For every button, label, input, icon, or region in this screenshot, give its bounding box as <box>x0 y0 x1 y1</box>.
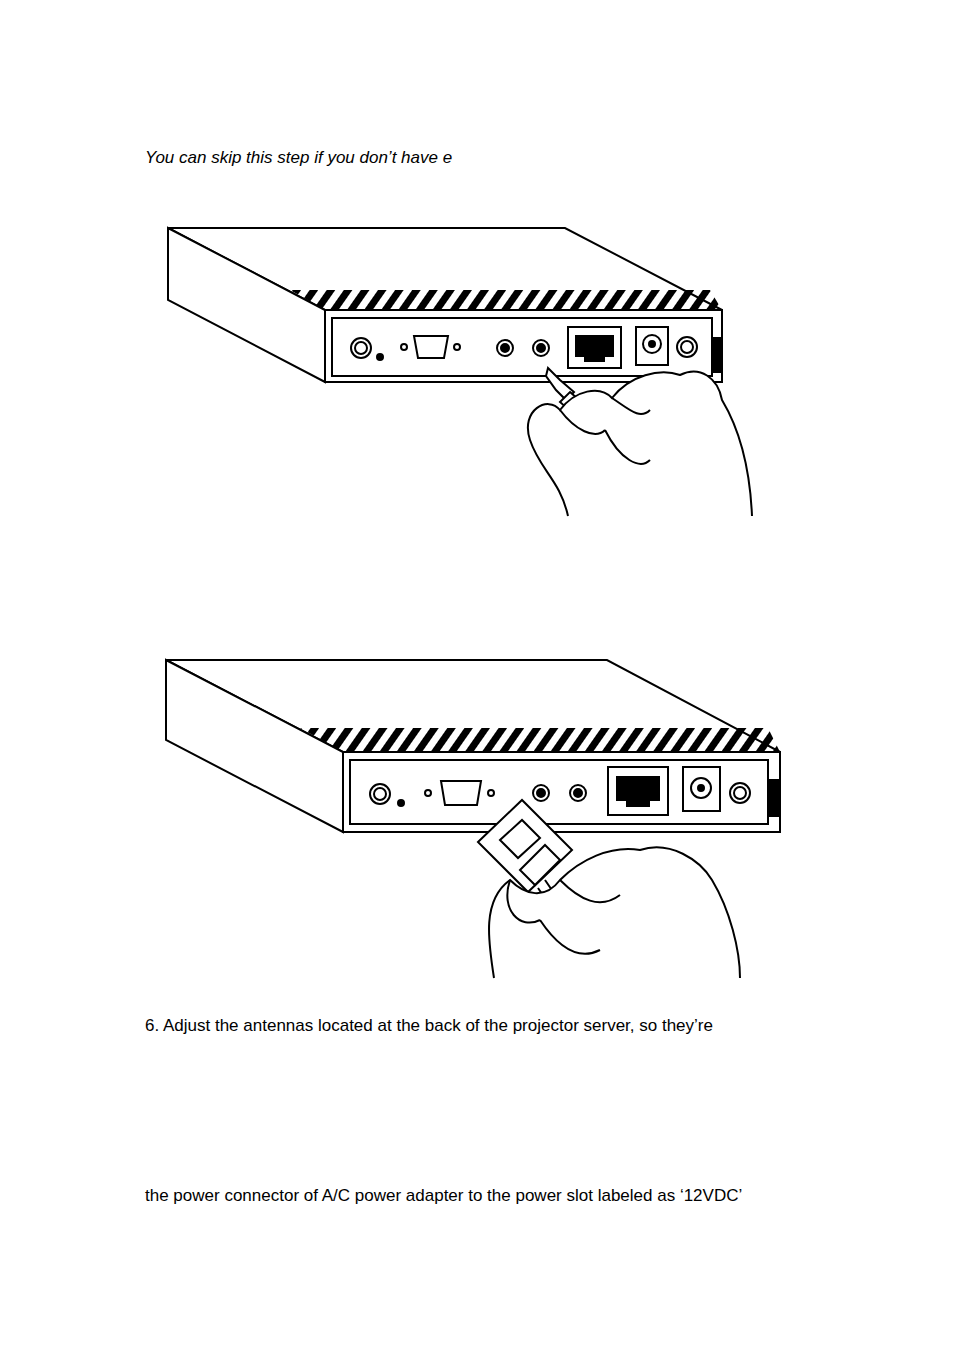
device-serial <box>166 660 780 978</box>
step-note: You can skip this step if you don’t have… <box>145 148 452 168</box>
instruction-text: the power connector of A/C power adapter… <box>145 1186 742 1206</box>
device-audio <box>168 228 752 516</box>
instruction-text: 6. Adjust the antennas located at the ba… <box>145 1016 713 1036</box>
